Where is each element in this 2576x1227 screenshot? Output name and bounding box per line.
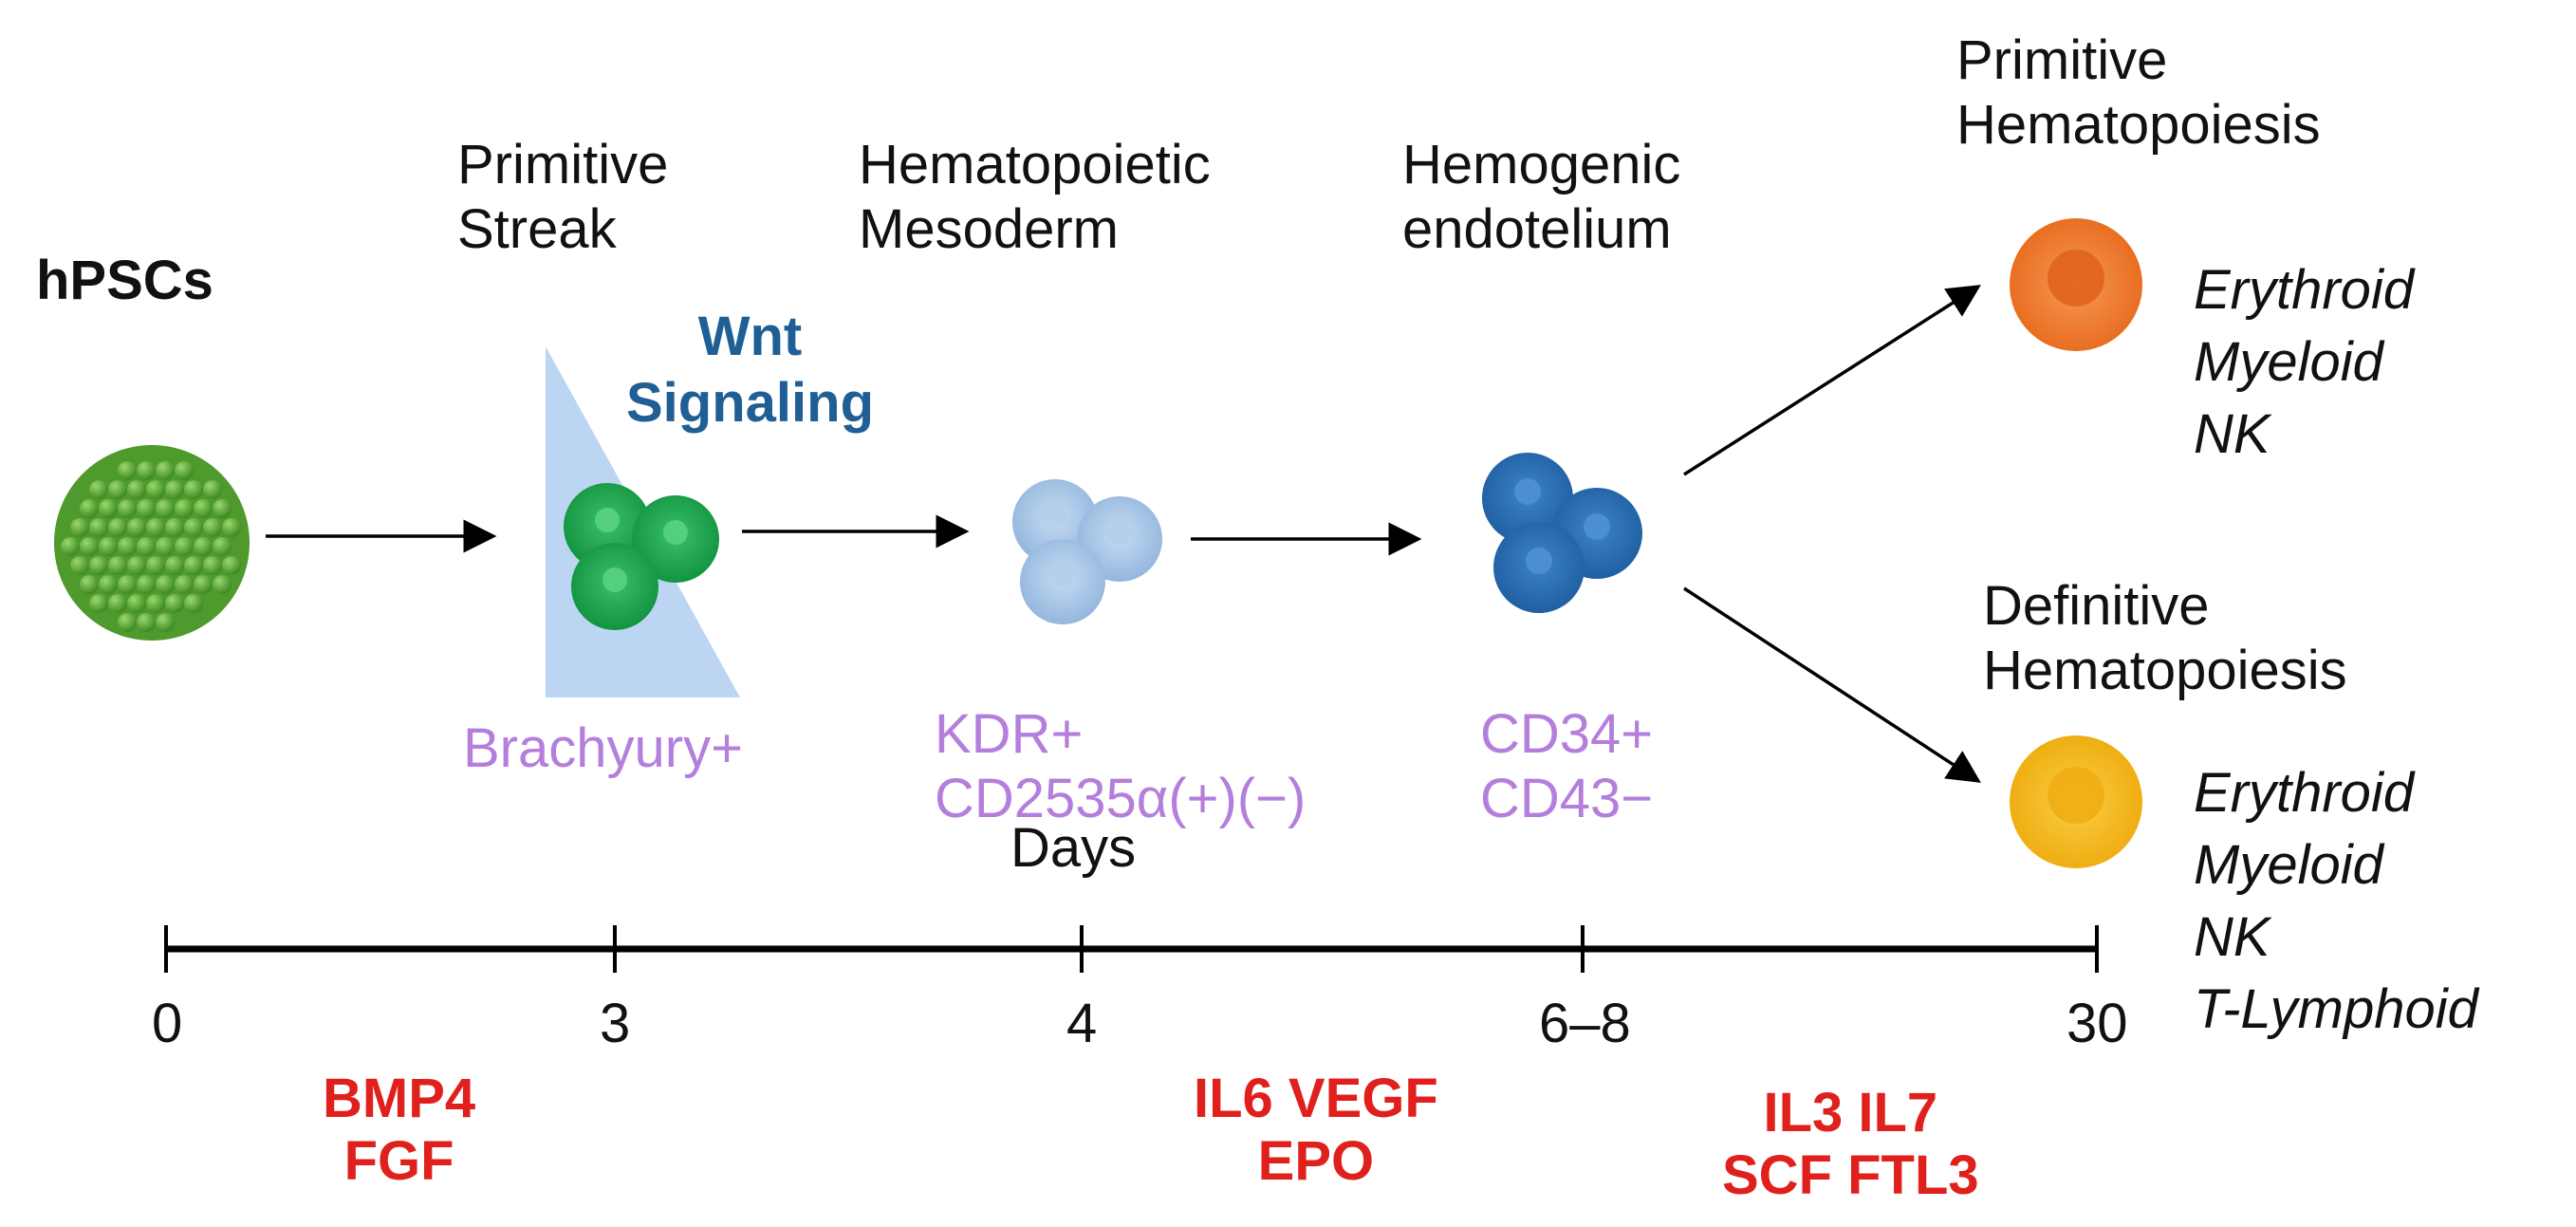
hpsc-cell-dot	[184, 556, 203, 575]
hemogenic-endotelium-label: Hemogenic endotelium	[1402, 134, 1681, 260]
hpsc-cell-dot	[156, 613, 175, 632]
mesoderm-cells-icon	[1012, 479, 1162, 624]
tick-label-30: 30	[2066, 993, 2128, 1054]
hpsc-cell-dot	[99, 499, 118, 518]
primitive-streak-cells-icon	[564, 483, 719, 630]
hpsc-cell-dot	[146, 518, 165, 537]
primitive-lineages: Erythroid Myeloid NK	[2194, 259, 2415, 465]
hpsc-cell-dot	[118, 499, 137, 518]
factors-bmp4-fgf: BMP4 FGF	[323, 1068, 476, 1192]
hpsc-cell-dot	[156, 575, 175, 594]
definitive-lineages: Erythroid Myeloid NK T-Lymphoid	[2194, 762, 2478, 1040]
hpsc-cell-dot	[99, 575, 118, 594]
hpsc-colony-icon	[54, 445, 250, 641]
primitive-cell-icon	[2010, 218, 2142, 351]
hpsc-cell-dot	[70, 518, 89, 537]
tick-label-4: 4	[1066, 993, 1098, 1054]
hpsc-cell-dot	[80, 499, 99, 518]
hpsc-cell-dot	[203, 518, 222, 537]
factors-il3-il7-scf-ftl3: IL3 IL7 SCF FTL3	[1722, 1082, 1979, 1206]
hpsc-cell-dot	[184, 480, 203, 499]
brachyury-marker: Brachyury+	[463, 717, 743, 779]
hpsc-cell-dot	[61, 537, 80, 556]
wnt-signaling-label: Wnt Signaling	[626, 306, 874, 434]
hpsc-cell-dot	[118, 575, 137, 594]
primitive-hematopoiesis-label: Primitive Hematopoiesis	[1956, 29, 2321, 156]
hpsc-cell-dot	[137, 499, 156, 518]
kdr-marker: KDR+ CD2535α(+)(−)	[935, 703, 1307, 829]
hpsc-cell-dot	[194, 537, 213, 556]
hpsc-cell-dot	[175, 461, 194, 480]
hpsc-cell-dot	[156, 499, 175, 518]
hpsc-cell-dot	[108, 594, 127, 613]
hpscs-label: hPSCs	[36, 250, 213, 311]
hpsc-cell-dot	[99, 537, 118, 556]
hpsc-cell-dot	[184, 518, 203, 537]
hpsc-cell-dot	[156, 537, 175, 556]
hpsc-cell-dot	[146, 556, 165, 575]
hpsc-cell-dot	[108, 518, 127, 537]
tick-label-3: 3	[600, 993, 631, 1054]
hpsc-cell-dot	[118, 461, 137, 480]
hematopoietic-mesoderm-label: Hematopoietic Mesoderm	[859, 134, 1211, 260]
hpsc-cell-dot	[118, 537, 137, 556]
cd34-marker: CD34+ CD43−	[1480, 703, 1654, 829]
hpsc-cell-dot	[108, 556, 127, 575]
hpsc-cell-dot	[165, 518, 184, 537]
hpsc-cell-dot	[194, 499, 213, 518]
hpsc-cell-dot	[89, 556, 108, 575]
hpsc-cell-dot	[175, 575, 194, 594]
hpsc-cell-dot	[175, 537, 194, 556]
hpsc-cell-dot	[203, 556, 222, 575]
timeline-axis	[164, 925, 2099, 973]
hpsc-cell-dot	[213, 575, 232, 594]
hpsc-cell-dot	[80, 537, 99, 556]
hpsc-cell-dot	[137, 575, 156, 594]
hpsc-cell-dot	[156, 461, 175, 480]
primitive-streak-label: Primitive Streak	[457, 134, 669, 260]
hemogenic-endothelium-cells-icon	[1482, 453, 1642, 613]
hpsc-cell-dot	[89, 518, 108, 537]
factors-il6-vegf-epo: IL6 VEGF EPO	[1194, 1068, 1438, 1192]
hpsc-cell-dot	[108, 480, 127, 499]
definitive-cell-icon	[2010, 735, 2142, 868]
hpsc-cell-dot	[137, 537, 156, 556]
hpsc-cell-dot	[213, 537, 232, 556]
arrow-to-definitive	[1683, 586, 1981, 783]
hpsc-cell-dot	[127, 556, 146, 575]
hpsc-cell-dot	[137, 613, 156, 632]
timeline-days-label: Days	[1010, 817, 1137, 879]
tick-label-0: 0	[152, 993, 183, 1054]
hpsc-cell-dot	[118, 613, 137, 632]
arrow-to-primitive	[1683, 285, 1981, 476]
hpsc-cell-dot	[165, 556, 184, 575]
hpsc-cell-dot	[165, 480, 184, 499]
tick-label-6-8: 6–8	[1539, 993, 1631, 1054]
hpsc-cell-dot	[127, 518, 146, 537]
hpsc-cell-dot	[203, 480, 222, 499]
hpsc-cell-dot	[80, 575, 99, 594]
hpsc-cell-dot	[70, 556, 89, 575]
hpsc-cell-dot	[213, 499, 232, 518]
hpsc-cell-dot	[89, 480, 108, 499]
hpsc-cell-dot	[175, 499, 194, 518]
definitive-hematopoiesis-label: Definitive Hematopoiesis	[1983, 575, 2347, 701]
hpsc-cell-dot	[165, 594, 184, 613]
hpsc-cell-dot	[222, 518, 241, 537]
hpsc-cell-dot	[127, 594, 146, 613]
hpsc-cell-dot	[146, 594, 165, 613]
hpsc-cell-dot	[127, 480, 146, 499]
hpsc-cell-dot	[184, 594, 203, 613]
hpsc-cell-dot	[89, 594, 108, 613]
hpsc-cell-dot	[146, 480, 165, 499]
hpsc-cell-dot	[222, 556, 241, 575]
hpsc-cell-dot	[137, 461, 156, 480]
hpsc-cell-dot	[194, 575, 213, 594]
